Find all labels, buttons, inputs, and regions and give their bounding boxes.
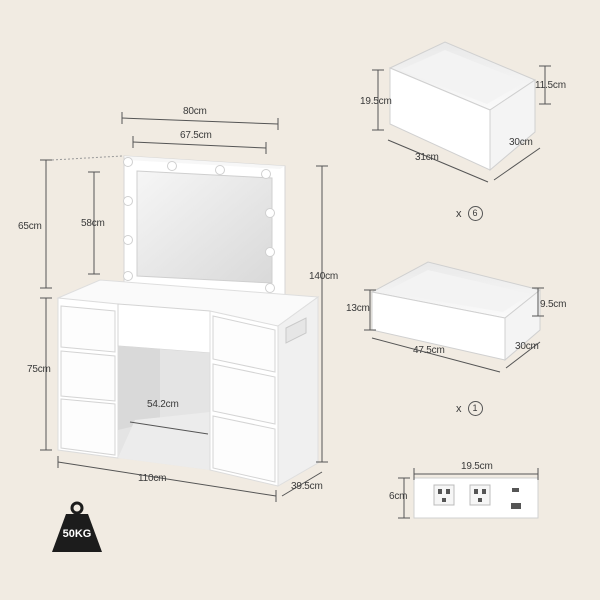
drawer-large-dimension-lines: [372, 65, 551, 183]
drawer-small-dimension-lines: [364, 287, 544, 373]
drawer-small-width-label: 47.5cm: [413, 345, 445, 356]
drawer-large-depth-label: 30cm: [509, 137, 533, 148]
desk-width-label: 110cm: [138, 473, 167, 484]
drawer-small-inner-height-label: 9.5cm: [540, 299, 567, 310]
mirror-bulbs: [123, 157, 275, 293]
mirror-frame-width-label: 80cm: [183, 106, 207, 117]
power-strip-height-label: 6cm: [389, 491, 408, 502]
drawer-small-quantity: x 1: [456, 401, 483, 416]
drawer-large-quantity: x 6: [456, 206, 483, 221]
power-strip-dimension-lines: [398, 468, 539, 519]
desk-depth-label: 39.5cm: [291, 481, 323, 492]
drawer-small-depth-label: 30cm: [515, 341, 539, 352]
vanity-desk: [56, 155, 320, 487]
power-strip-illustration: [413, 477, 539, 519]
weight-label: 50KG: [62, 528, 92, 540]
times-sign: x: [456, 207, 462, 220]
desk-height-label: 75cm: [27, 364, 51, 375]
mirror: [123, 155, 286, 301]
knee-space-label: 54.2cm: [147, 399, 179, 410]
drawer-large-illustration: [388, 41, 537, 172]
desk-dimension-lines: [40, 112, 328, 502]
mirror-glass-width-label: 67.5cm: [180, 130, 212, 141]
quantity-badge: 6: [467, 206, 483, 221]
drawer-large-height-label: 19.5cm: [360, 96, 392, 107]
weight-icon: [52, 501, 102, 552]
drawer-small-height-label: 13cm: [346, 303, 370, 314]
mirror-glass-height-label: 58cm: [81, 218, 105, 229]
quantity-badge: 1: [467, 401, 483, 416]
mirror-frame-height-label: 65cm: [18, 221, 42, 232]
total-height-label: 140cm: [309, 271, 339, 282]
drawer-small-illustration: [370, 261, 542, 362]
times-sign: x: [456, 402, 462, 415]
drawer-large-width-label: 31cm: [415, 152, 439, 163]
power-strip-width-label: 19.5cm: [461, 461, 493, 472]
drawer-large-inner-height-label: 11.5cm: [535, 80, 566, 91]
